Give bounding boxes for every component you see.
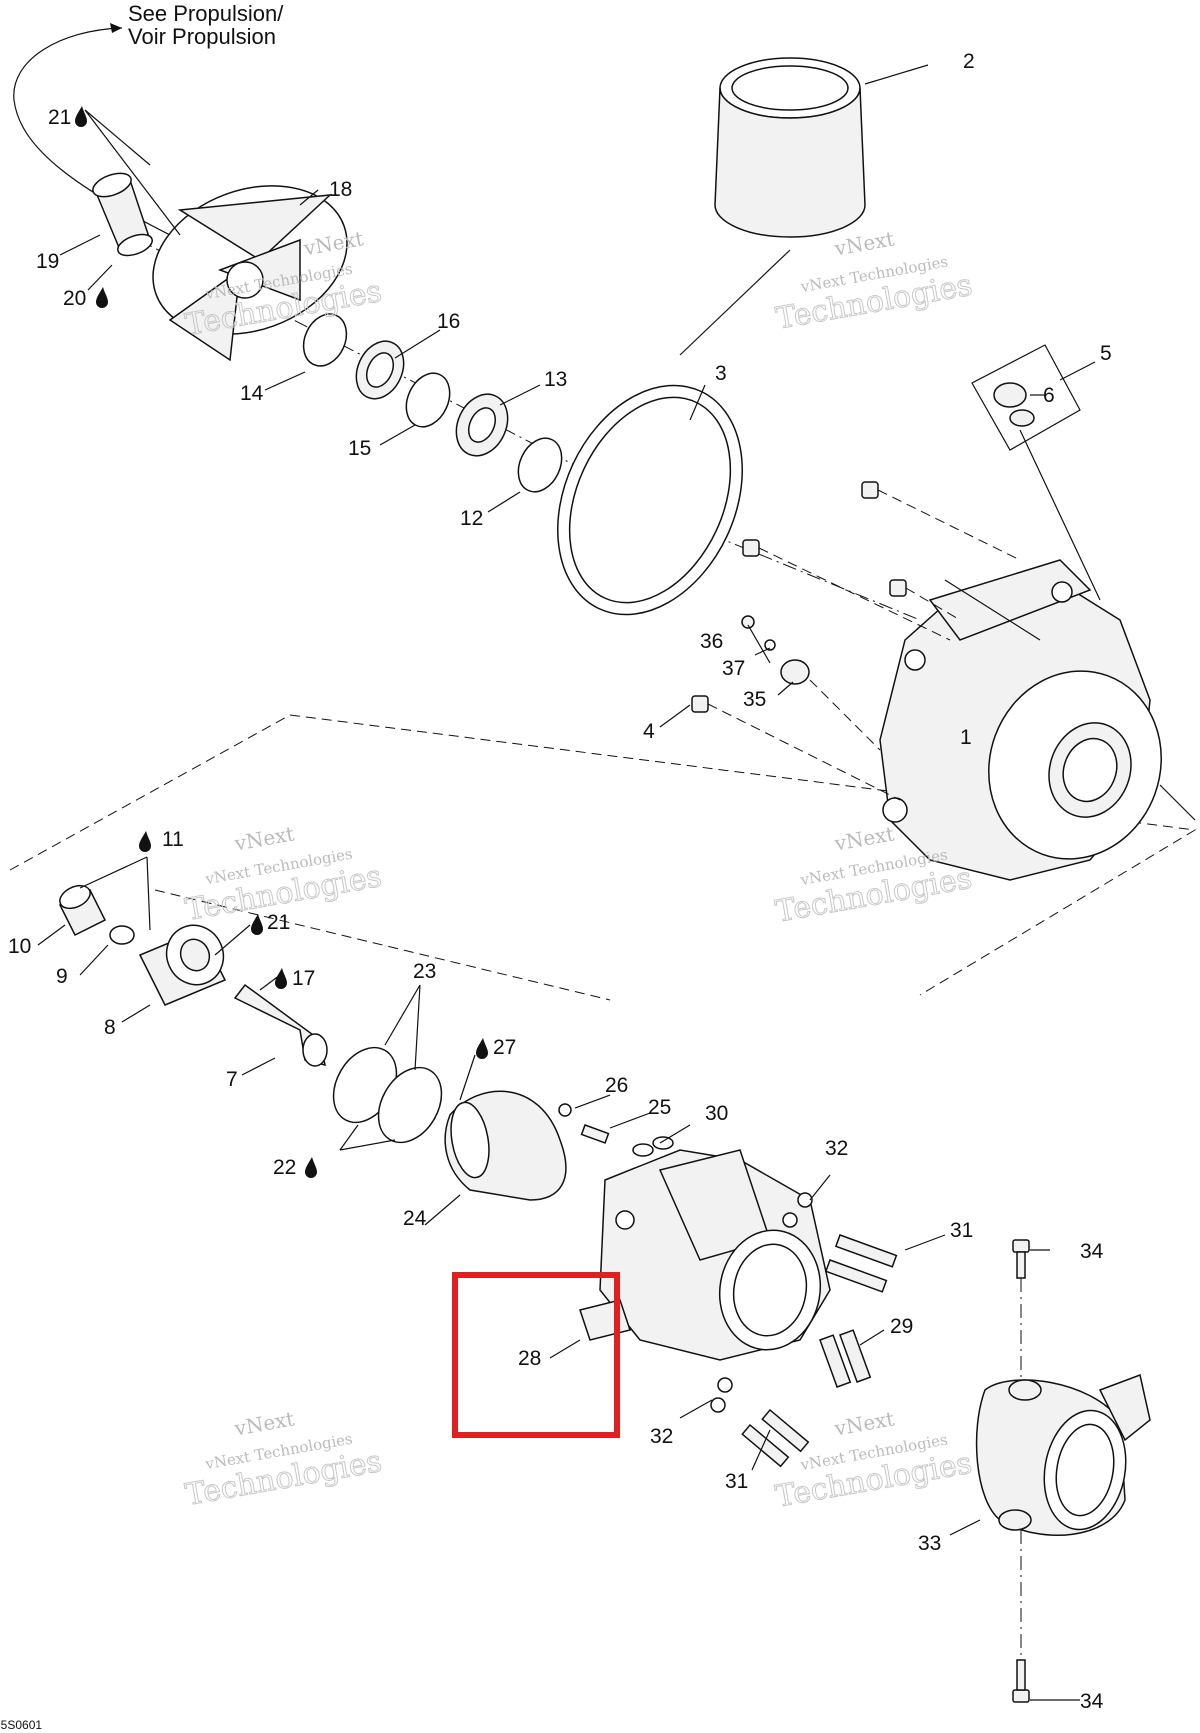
steering-nozzle-part-33 [975, 1373, 1151, 1536]
label-part-7: 7 [226, 1068, 238, 1091]
highlight-box-part-28 [452, 1272, 620, 1438]
drawing-code: 35S0601 [0, 1718, 42, 1732]
watermark-3: vNext vNext Technologies Technologies [182, 821, 385, 928]
lubricant-drop-icon [305, 1157, 317, 1178]
label-part-27: 27 [493, 1036, 516, 1059]
label-part-24: 24 [403, 1207, 427, 1230]
label-part-6: 6 [1043, 384, 1055, 407]
label-part-31-bottom: 31 [725, 1470, 748, 1493]
label-part-19: 19 [36, 250, 59, 273]
centre-axis-upper [109, 224, 921, 621]
label-part-15: 15 [348, 437, 371, 460]
label-part-30: 30 [705, 1102, 728, 1125]
label-part-26: 26 [605, 1074, 628, 1097]
o-ring-part-15 [405, 372, 451, 428]
o-ring-part-12 [517, 437, 563, 493]
o-rings-part-22 [332, 1046, 443, 1144]
jet-pump-housing-part-1 [879, 559, 1162, 881]
impeller-part-18 [152, 185, 348, 362]
subassembly-frame [9, 714, 1197, 996]
see-propulsion-note: See Propulsion/ Voir Propulsion [13, 1, 284, 241]
label-part-3: 3 [715, 362, 727, 385]
leader-lines [37, 64, 1196, 1701]
axis-line-lower [154, 889, 611, 1001]
part-number-labels: 1 2 3 4 5 6 7 8 9 10 11 12 13 14 15 16 1… [8, 50, 1112, 1713]
seal-part-16 [355, 340, 405, 400]
label-part-25: 25 [648, 1096, 671, 1119]
reference-arrow-line [13, 27, 181, 241]
lubricant-drop-icon [275, 968, 287, 989]
label-part-8: 8 [104, 1016, 116, 1039]
label-part-23: 23 [413, 960, 436, 983]
label-part-16: 16 [437, 310, 460, 333]
fitting-part-35 [741, 615, 881, 751]
bearing-part-8 [138, 924, 227, 1006]
label-part-1: 1 [960, 726, 972, 749]
cone-part-24 [444, 1090, 567, 1201]
watermark-text: vNext [832, 821, 896, 855]
impeller-shaft-part-7 [233, 983, 328, 1067]
circlip-part-14 [302, 313, 348, 367]
plug-part-5 [971, 344, 1081, 451]
bolt-set-upper [691, 481, 1021, 801]
label-part-21-top: 21 [48, 106, 71, 129]
wear-ring-part-2 [714, 57, 866, 238]
watermark-text: vNext [832, 226, 896, 260]
label-part-22: 22 [273, 1156, 296, 1179]
lubricant-drop-icon [476, 1038, 488, 1059]
o-ring-part-9 [109, 925, 135, 945]
label-part-31-top: 31 [950, 1219, 973, 1242]
label-part-14: 14 [240, 382, 264, 405]
label-part-5: 5 [1100, 342, 1112, 365]
label-part-12: 12 [460, 507, 483, 530]
label-part-9: 9 [56, 965, 68, 988]
label-part-28: 28 [518, 1347, 541, 1370]
lubricant-drop-icon [251, 914, 263, 935]
label-part-34-top: 34 [1080, 1240, 1104, 1263]
label-part-33: 33 [918, 1532, 941, 1555]
label-part-17: 17 [292, 967, 315, 990]
watermark-text: vNext [232, 1406, 296, 1440]
bushing-part-10 [58, 884, 107, 937]
reference-arrowhead [110, 23, 122, 33]
label-part-36: 36 [700, 630, 723, 653]
label-part-13: 13 [544, 368, 567, 391]
bolts-part-31 [710, 1192, 898, 1468]
label-part-21-bottom: 21 [267, 911, 290, 934]
header-line-1: See Propulsion/ [128, 1, 284, 26]
lubricant-drop-icon [96, 287, 108, 308]
label-part-32-top: 32 [825, 1137, 848, 1160]
label-part-10: 10 [8, 935, 31, 958]
watermark-5: vNext vNext Technologies Technologies [182, 1406, 385, 1513]
screw-part-25 [558, 1103, 674, 1157]
label-part-32-bottom: 32 [650, 1425, 673, 1448]
header-line-2: Voir Propulsion [128, 24, 276, 49]
lubricant-drop-icon [75, 106, 87, 127]
label-part-37: 37 [722, 657, 745, 680]
seal-part-13 [455, 393, 509, 457]
lubricant-drop-icons [75, 106, 488, 1178]
label-part-29: 29 [890, 1315, 913, 1338]
label-part-20: 20 [63, 287, 86, 310]
impeller-sleeve-part-19 [92, 172, 153, 257]
label-part-35: 35 [743, 688, 766, 711]
label-part-18: 18 [329, 178, 352, 201]
label-part-2: 2 [963, 50, 975, 73]
watermark-text: vNext [232, 821, 296, 855]
watermark-text: vNext [832, 1406, 896, 1440]
label-part-4: 4 [643, 720, 655, 743]
pivot-bolt-part-34-bottom [1012, 1530, 1030, 1703]
pivot-bolt-part-34-top [1012, 1239, 1030, 1380]
label-part-11: 11 [162, 828, 184, 851]
watermark-6: vNext vNext Technologies Technologies [772, 1406, 975, 1515]
lubricant-drop-icon [139, 831, 151, 852]
seal-ring-part-3 [557, 384, 743, 616]
label-part-34-bottom: 34 [1080, 1690, 1104, 1713]
drain-tubes-part-29 [819, 1329, 872, 1388]
